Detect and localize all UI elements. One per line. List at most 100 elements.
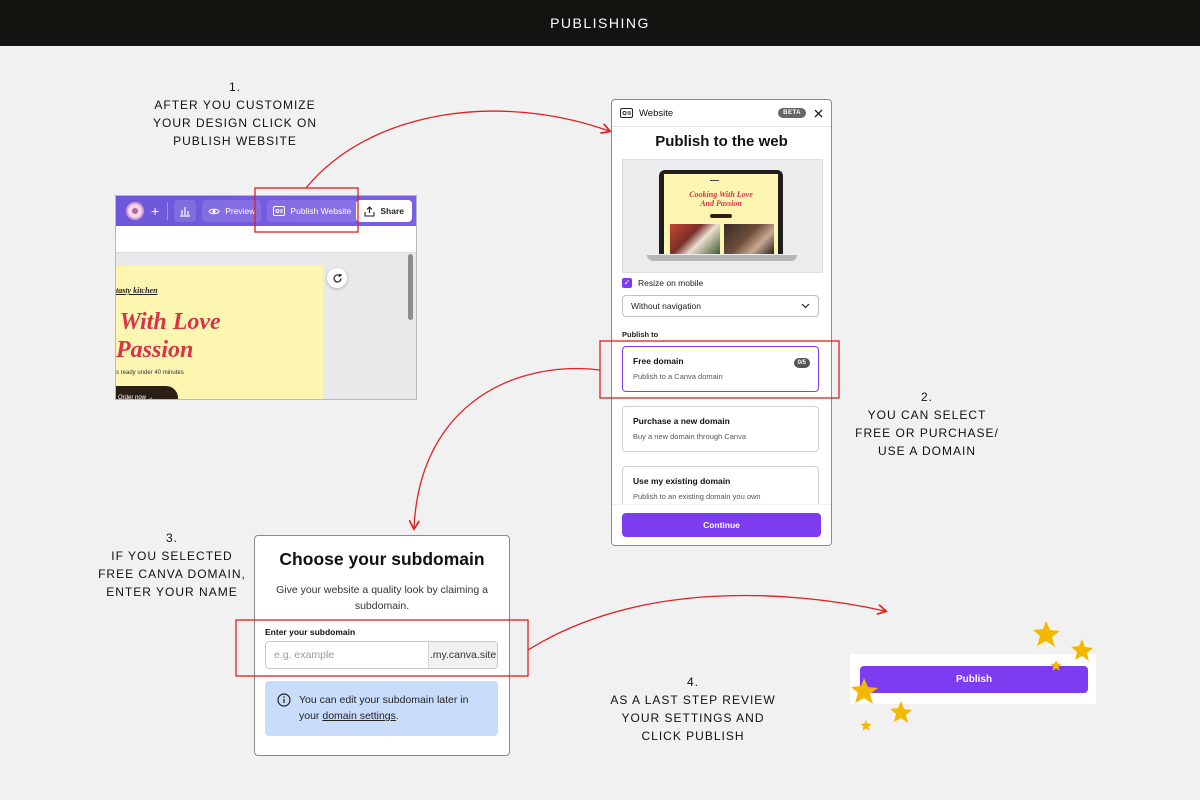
avatar[interactable] xyxy=(126,202,144,220)
option-title: Use my existing domain xyxy=(633,476,731,486)
step-2-line-2: FREE OR PURCHASE/ xyxy=(855,426,999,440)
editor-ruler xyxy=(116,226,416,253)
option-free-domain[interactable]: Free domain Publish to a Canva domain 0/… xyxy=(622,346,819,392)
info-icon xyxy=(277,693,291,707)
option-description: Publish to a Canva domain xyxy=(633,372,723,381)
star-icon xyxy=(860,720,872,731)
laptop-screen: ▬▬▬ Cooking With Love And Passion xyxy=(664,174,778,254)
option-title: Free domain xyxy=(633,356,684,366)
navigation-select[interactable]: Without navigation xyxy=(622,295,819,317)
preview-label: Preview xyxy=(225,206,256,216)
publish-button[interactable]: Publish xyxy=(860,666,1088,693)
checkmark-icon: ✓ xyxy=(622,278,632,288)
subdomain-input-group: .my.canva.site xyxy=(265,641,498,669)
design-order-button: Order now → xyxy=(116,386,178,399)
subdomain-suffix: .my.canva.site xyxy=(428,642,497,668)
step-3-number: 3. xyxy=(165,531,178,545)
preview-button[interactable]: Preview xyxy=(202,200,262,222)
editor-screenshot: + Preview Publish Website Share tasty ki… xyxy=(115,195,417,400)
option-purchase-domain[interactable]: Purchase a new domain Buy a new domain t… xyxy=(622,406,819,452)
info-text: You can edit your subdomain later in you… xyxy=(299,694,469,722)
step-2-line-3: USE A DOMAIN xyxy=(877,444,977,458)
share-icon xyxy=(364,205,375,217)
subdomain-description: Give your website a quality look by clai… xyxy=(276,584,488,612)
preview-image-right xyxy=(724,224,774,254)
subdomain-input[interactable] xyxy=(266,642,428,668)
preview-logo: ▬▬▬ xyxy=(710,178,719,182)
arrow-2 xyxy=(414,367,601,528)
navigation-select-value: Without navigation xyxy=(631,301,701,311)
page-header: PUBLISHING xyxy=(0,0,1200,46)
option-description: Publish to an existing domain you own xyxy=(633,492,761,501)
publish-website-label: Publish Website xyxy=(290,206,352,216)
domain-settings-link[interactable]: domain settings xyxy=(322,710,396,722)
resize-on-mobile-label: Resize on mobile xyxy=(638,278,704,288)
step-1-number: 1. xyxy=(228,80,241,94)
refresh-button[interactable] xyxy=(327,268,347,288)
info-text-end: . xyxy=(395,710,399,722)
publish-to-label: Publish to xyxy=(622,330,659,339)
step-1-line-1: AFTER YOU CUSTOMIZE xyxy=(154,98,316,112)
step-3-instructions: 3. IF YOU SELECTED FREE CANVA DOMAIN, EN… xyxy=(80,529,264,601)
design-subtext: s ready under 40 minutes xyxy=(116,370,184,376)
preview-headline-line-1: Cooking With Love xyxy=(689,190,753,199)
subdomain-card: Choose your subdomain Give your website … xyxy=(254,535,510,756)
close-icon[interactable] xyxy=(814,109,823,118)
star-icon xyxy=(890,701,912,723)
panel-footer: Continue xyxy=(612,504,831,545)
plus-icon[interactable]: + xyxy=(151,203,160,219)
scrollbar[interactable] xyxy=(408,254,413,320)
step-2-line-1: YOU CAN SELECT xyxy=(867,408,987,422)
step-4-line-3: CLICK PUBLISH xyxy=(641,729,745,743)
step-3-line-1: IF YOU SELECTED xyxy=(111,549,233,563)
website-icon xyxy=(620,108,633,118)
bar-chart-icon xyxy=(180,207,191,217)
panel-header: Website BETA xyxy=(612,100,831,127)
website-preview: ▬▬▬ Cooking With Love And Passion xyxy=(622,159,823,273)
website-icon xyxy=(273,206,286,216)
step-4-number: 4. xyxy=(686,675,699,689)
chevron-down-icon xyxy=(801,303,810,309)
subdomain-title: Choose your subdomain xyxy=(279,549,485,569)
step-3-line-3: ENTER YOUR NAME xyxy=(106,585,238,599)
usage-badge: 0/5 xyxy=(793,358,810,368)
share-button[interactable]: Share xyxy=(356,200,412,222)
design-headline-line-1: g With Love xyxy=(116,309,221,335)
subdomain-info-box: You can edit your subdomain later in you… xyxy=(265,681,498,736)
step-4-instructions: 4. AS A LAST STEP REVIEW YOUR SETTINGS A… xyxy=(600,673,786,745)
option-title: Purchase a new domain xyxy=(633,416,730,426)
eye-icon xyxy=(208,208,220,214)
continue-button[interactable]: Continue xyxy=(622,513,821,537)
option-description: Buy a new domain through Canva xyxy=(633,432,746,441)
editor-toolbar: + Preview Publish Website Share xyxy=(116,196,416,226)
publish-website-button[interactable]: Publish Website xyxy=(267,200,358,222)
panel-header-title: Website xyxy=(639,107,674,119)
step-2-number: 2. xyxy=(920,390,933,404)
toolbar-divider xyxy=(167,202,169,220)
option-existing-domain[interactable]: Use my existing domain Publish to an exi… xyxy=(622,466,819,506)
refresh-icon xyxy=(332,273,342,282)
design-headline: g With Love Passion xyxy=(116,308,221,364)
website-panel: Website BETA Publish to the web ▬▬▬ Cook… xyxy=(611,99,832,546)
design-logo: tasty kitchen xyxy=(116,286,158,295)
beta-badge: BETA xyxy=(778,108,806,118)
subdomain-field-label: Enter your subdomain xyxy=(265,627,356,637)
preview-headline: Cooking With Love And Passion xyxy=(664,190,778,208)
step-2-instructions: 2. YOU CAN SELECT FREE OR PURCHASE/ USE … xyxy=(850,388,1004,460)
star-icon xyxy=(1033,621,1060,647)
preview-image-left xyxy=(670,224,720,254)
step-1-line-3: PUBLISH WEBSITE xyxy=(173,134,297,148)
panel-title: Publish to the web xyxy=(655,133,788,150)
arrow-3 xyxy=(527,594,885,651)
insights-button[interactable] xyxy=(174,200,197,222)
design-headline-line-2: Passion xyxy=(116,337,194,363)
publish-area: Publish xyxy=(850,654,1096,704)
arrow-1 xyxy=(305,110,609,189)
laptop-base xyxy=(647,255,797,261)
step-1-instructions: 1. AFTER YOU CUSTOMIZE YOUR DESIGN CLICK… xyxy=(140,78,330,150)
step-4-line-1: AS A LAST STEP REVIEW xyxy=(610,693,776,707)
design-canvas[interactable]: tasty kitchen g With Love Passion s read… xyxy=(116,266,323,399)
preview-button xyxy=(710,214,732,218)
step-3-line-2: FREE CANVA DOMAIN, xyxy=(98,567,246,581)
resize-on-mobile-checkbox[interactable]: ✓ Resize on mobile xyxy=(622,278,703,288)
